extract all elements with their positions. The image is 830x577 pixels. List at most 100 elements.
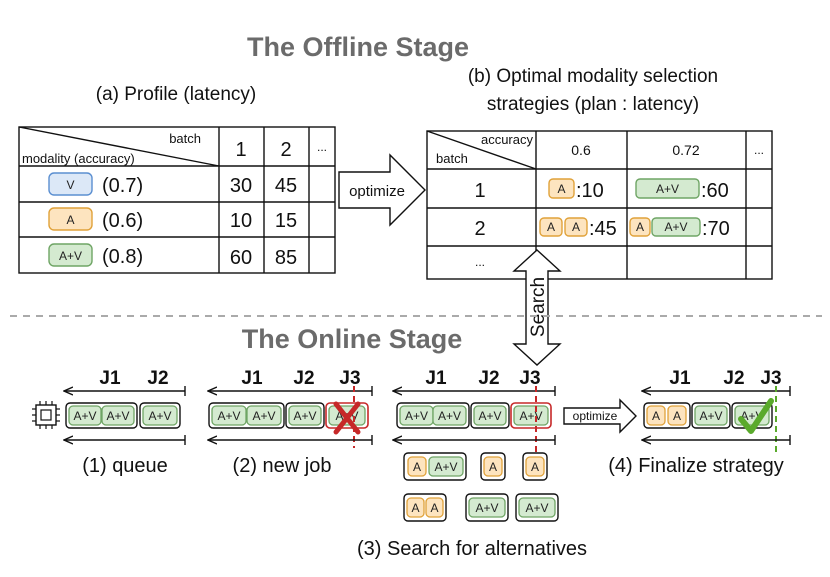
optimize-small-arrow: optimize	[563, 398, 637, 434]
optimize-small-label: optimize	[573, 409, 618, 423]
job-label-j3: J3	[339, 368, 360, 389]
final-tag-a-label: A	[652, 409, 660, 423]
panel-finalize: J1 J2 J3 A A A+V A+V (4) Finalize strate…	[608, 368, 791, 477]
plan-tag-a-label: A	[572, 220, 580, 234]
profile-header-batch: batch	[169, 131, 201, 146]
modality-accuracy-v: (0.7)	[102, 175, 143, 197]
plan-tag-av-label: A+V	[656, 182, 679, 196]
plan-latency: :10	[576, 180, 604, 202]
plan-tag-av	[651, 217, 701, 237]
profile-cell: 85	[275, 247, 297, 269]
job-label-j2: J2	[293, 368, 314, 389]
strategies-batch-1: 1	[474, 180, 485, 202]
alt-tag-av-label: A+V	[525, 501, 548, 515]
search-double-arrow: Search	[512, 249, 562, 366]
processor-chip-icon	[32, 401, 60, 429]
online-stage-title: The Online Stage	[242, 324, 463, 354]
job-tag-av-label: A+V	[293, 409, 316, 423]
alt-tag-av-label: A+V	[475, 501, 498, 515]
strategies-col-more: ...	[754, 143, 764, 157]
profile-header-modality: modality (accuracy)	[22, 151, 135, 166]
profile-table: batch modality (accuracy) 1 2 ... V (0.7…	[18, 126, 336, 274]
job-tag-av-label: A+V	[217, 409, 240, 423]
caption-finalize: (4) Finalize strategy	[608, 455, 784, 477]
modality-tag-av-label: A+V	[59, 249, 82, 263]
panel-queue: J1 J2 A+V A+V A+V (1)	[32, 368, 186, 477]
strategies-batch-2: 2	[474, 218, 485, 240]
caption-search: (3) Search for alternatives	[357, 538, 587, 560]
caption-new-job: (2) new job	[233, 455, 332, 477]
strategies-col-2: 0.72	[672, 142, 699, 158]
optimize-arrow-label: optimize	[349, 183, 405, 200]
alt-tag-a-label: A	[531, 460, 539, 474]
job-label-j3: J3	[519, 368, 540, 389]
plan-latency: :70	[702, 218, 730, 240]
plan-tag-a	[629, 217, 651, 237]
modality-tag-a	[48, 207, 93, 231]
job-label-j1: J1	[241, 368, 263, 389]
job-label-j2: J2	[478, 368, 499, 389]
final-tag-av-label: A+V	[699, 409, 722, 423]
job-label-j1: J1	[425, 368, 447, 389]
plan-latency: :60	[701, 180, 729, 202]
job-label-j2: J2	[723, 368, 744, 389]
plan-latency: :45	[589, 218, 617, 240]
modality-accuracy-a: (0.6)	[102, 210, 143, 232]
job-label-j1: J1	[669, 368, 691, 389]
modality-accuracy-av: (0.8)	[102, 246, 143, 268]
queue-tag-av	[68, 405, 102, 426]
cross-icon	[333, 401, 361, 435]
profile-cell: 45	[275, 175, 297, 197]
search-tag-av-label: A+V	[438, 409, 461, 423]
queue-tag-av	[101, 405, 135, 426]
strategies-table: accuracy batch 0.6 0.72 ... 1 A :10 A+V …	[426, 130, 773, 280]
plan-tag-a	[548, 178, 575, 199]
plan-tag-av	[635, 178, 700, 199]
caption-queue: (1) queue	[82, 455, 168, 477]
panel-new-job: J1 J2 J3 A+V A+V A+V A+V (2) new job	[208, 368, 373, 477]
strategies-caption-line1: (b) Optimal modality selection	[468, 66, 718, 87]
plan-tag-a-label: A	[636, 220, 644, 234]
queue-tag-av-label: A+V	[106, 409, 129, 423]
alt-tag-a-label: A	[413, 460, 421, 474]
job-label-j1: J1	[99, 368, 121, 389]
strategies-col-1: 0.6	[571, 142, 591, 158]
plan-tag-a-label: A	[557, 182, 565, 196]
plan-tag-a	[564, 217, 588, 237]
queue-tag-av	[142, 405, 178, 426]
job-label-j2: J2	[147, 368, 168, 389]
modality-tag-av	[48, 243, 93, 267]
final-tag-a-label: A	[673, 409, 681, 423]
profile-col-more: ...	[317, 140, 327, 154]
search-tag-av-label: A+V	[519, 409, 542, 423]
profile-col-1: 1	[235, 139, 246, 161]
modality-tag-v	[48, 172, 93, 196]
profile-cell: 60	[230, 247, 252, 269]
search-arrow-label: Search	[528, 277, 549, 337]
strategies-header-accuracy: accuracy	[481, 132, 534, 147]
plan-tag-a	[539, 217, 563, 237]
modality-tag-a-label: A	[66, 213, 74, 227]
search-tag-av-label: A+V	[405, 409, 428, 423]
panel-search: J1 J2 J3 A+V A+V A+V A+V A A+V A A A	[357, 368, 587, 560]
profile-col-2: 2	[280, 139, 291, 161]
strategies-caption-line2: strategies (plan : latency)	[487, 94, 699, 115]
queue-tag-av-label: A+V	[148, 409, 171, 423]
checkmark-icon	[738, 398, 774, 434]
alt-tag-a-label: A	[411, 501, 419, 515]
alt-tag-av-label: A+V	[434, 460, 457, 474]
job-tag-av-label: A+V	[252, 409, 275, 423]
alt-tag-a-label: A	[430, 501, 438, 515]
profile-cell: 15	[275, 210, 297, 232]
queue-tag-av-label: A+V	[73, 409, 96, 423]
search-tag-av-label: A+V	[478, 409, 501, 423]
job-label-j3: J3	[760, 368, 781, 389]
modality-tag-v-label: V	[66, 178, 74, 192]
optimize-arrow: optimize	[338, 153, 426, 227]
plan-tag-av-label: A+V	[664, 220, 687, 234]
strategies-batch-more: ...	[475, 255, 485, 269]
offline-stage-title: The Offline Stage	[247, 32, 469, 62]
plan-tag-a-label: A	[547, 220, 555, 234]
profile-cell: 30	[230, 175, 252, 197]
